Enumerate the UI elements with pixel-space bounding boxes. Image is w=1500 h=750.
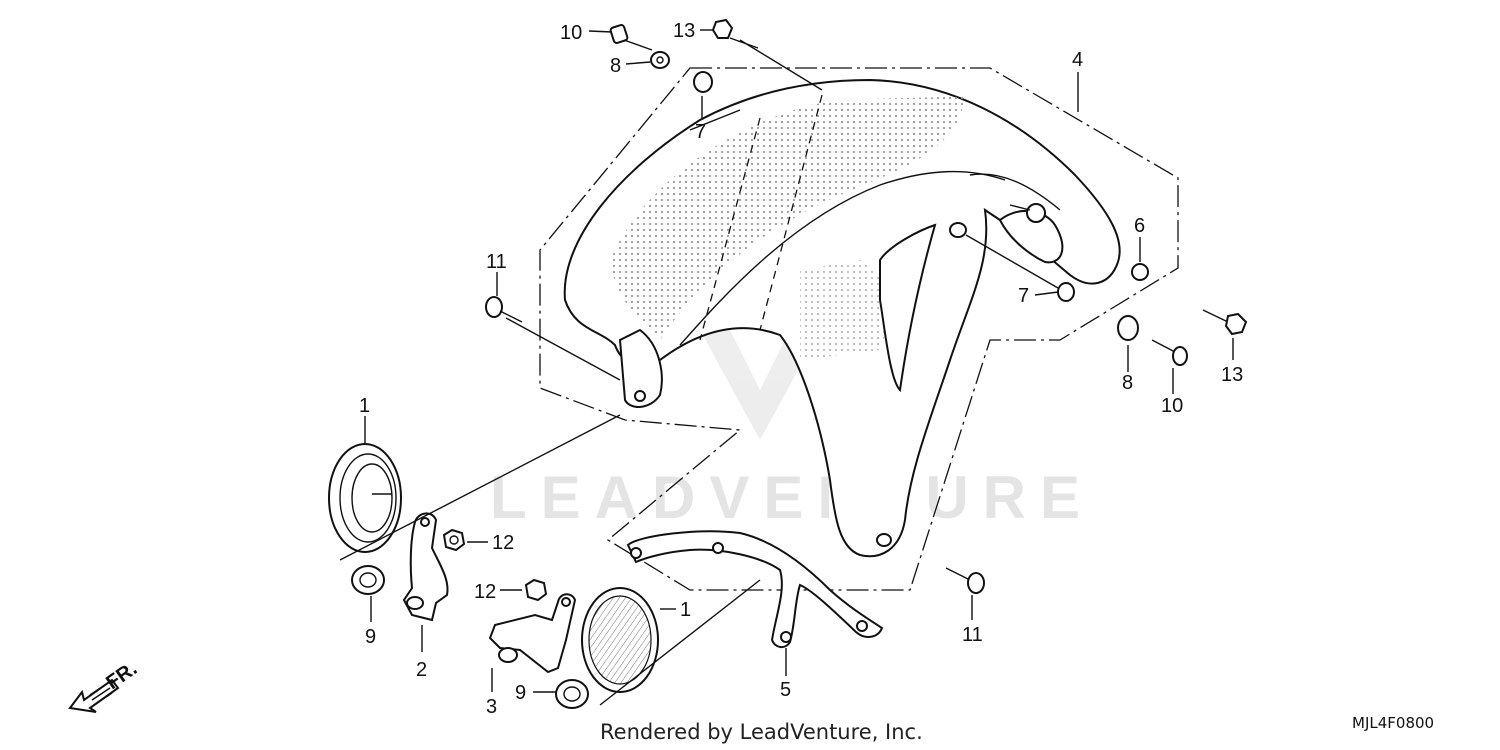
watermark-text: LEADVENTURE <box>490 464 1094 531</box>
reflector-right[interactable] <box>581 587 659 693</box>
fender-stay[interactable] <box>626 530 884 648</box>
nut-12-upper[interactable] <box>442 528 466 552</box>
rendered-by-footer: Rendered by LeadVenture, Inc. <box>600 720 923 744</box>
callout-7-top: 7 <box>695 121 706 143</box>
callout-11-left: 11 <box>486 251 507 273</box>
callout-4: 4 <box>1072 49 1083 71</box>
fender-left-tab <box>618 328 663 408</box>
front-direction-arrow: FR. <box>68 658 141 713</box>
callout-1-left: 1 <box>359 395 370 417</box>
callout-13-top: 13 <box>673 20 695 42</box>
bolt-10-top[interactable] <box>609 24 653 51</box>
reflector-bracket-left[interactable] <box>402 512 449 622</box>
callout-5: 5 <box>780 679 791 701</box>
reflector-bracket-right[interactable] <box>488 593 577 674</box>
bolt-11-right[interactable] <box>945 567 985 594</box>
callout-3: 3 <box>486 696 497 718</box>
nut-12-lower[interactable] <box>524 578 548 602</box>
bolt-13-right[interactable] <box>1202 309 1248 336</box>
grommet-right[interactable] <box>555 679 589 709</box>
callout-12-lower: 12 <box>474 581 496 603</box>
washer-8-right[interactable] <box>1117 315 1139 341</box>
assembly-boundary <box>539 67 1179 591</box>
callout-8-top: 8 <box>610 55 621 77</box>
fender-side-window <box>879 223 937 393</box>
callout-9-right: 9 <box>515 682 526 704</box>
callout-10-right: 10 <box>1161 395 1183 417</box>
callout-8-right: 8 <box>1122 372 1133 394</box>
bolt-13-top[interactable] <box>711 18 759 49</box>
callout-2: 2 <box>416 659 427 681</box>
callout-1-right: 1 <box>680 599 691 621</box>
grommet-left[interactable] <box>351 565 385 595</box>
fender-shading <box>610 95 965 340</box>
callout-7-right: 7 <box>1018 285 1029 307</box>
reflector-left[interactable] <box>328 443 402 553</box>
front-fender[interactable] <box>563 78 1121 558</box>
collar-7-top[interactable] <box>693 71 713 93</box>
callout-12-upper: 12 <box>492 532 514 554</box>
callout-13-right: 13 <box>1221 364 1243 386</box>
collar-7-fender[interactable] <box>1026 203 1046 223</box>
fender-inner-edge <box>679 170 1006 346</box>
leader-lines <box>339 29 1234 706</box>
callout-10-top: 10 <box>560 22 582 44</box>
leadventure-watermark: LEADVENTURE <box>490 330 1094 531</box>
fender-upper-hole <box>949 222 967 238</box>
callout-9-left: 9 <box>365 626 376 648</box>
fender-lower-hole <box>876 533 892 547</box>
washer-8-top[interactable] <box>650 51 670 69</box>
bolt-11-left[interactable] <box>485 296 523 323</box>
callout-labels: 10 8 13 7 4 6 7 8 10 13 11 1 12 12 1 9 2… <box>359 20 1243 718</box>
diagram-code: MJL4F0800 <box>1352 714 1434 732</box>
collar-7-right[interactable] <box>1057 282 1075 302</box>
bolt-10-right[interactable] <box>1151 339 1188 366</box>
collar-6[interactable] <box>1131 263 1149 281</box>
callout-6: 6 <box>1134 215 1145 237</box>
fender-tab-hole <box>634 390 646 402</box>
callout-11-right: 11 <box>962 624 983 646</box>
